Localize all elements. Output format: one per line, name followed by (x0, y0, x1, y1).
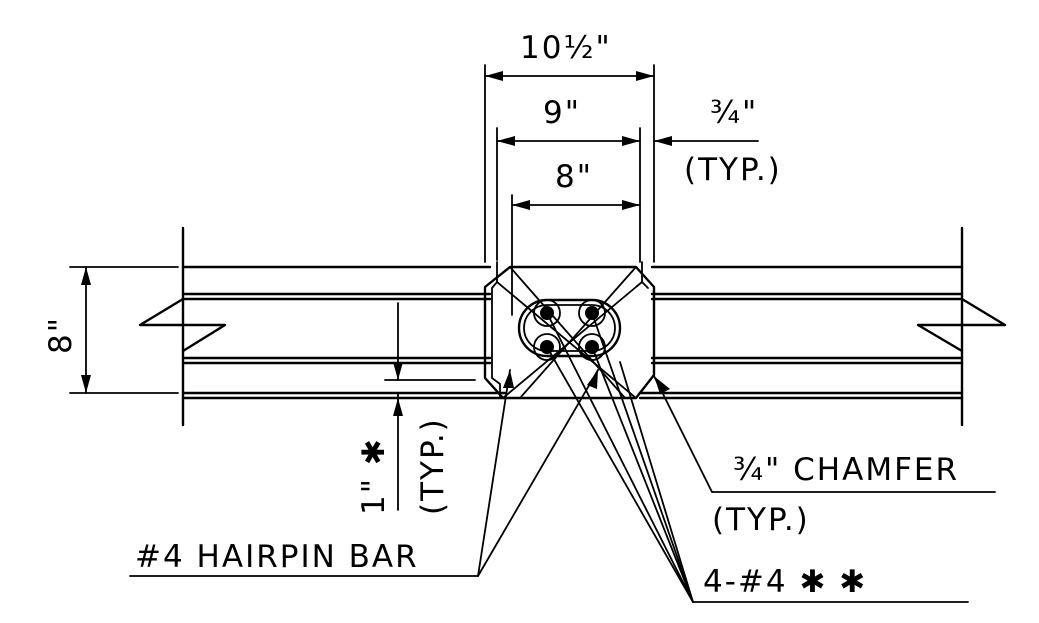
left-break-line (138, 297, 227, 353)
cover-label: 1" ✱ (356, 437, 392, 515)
joint-block (483, 261, 656, 400)
chamfer-label: ¾" CHAMFER (733, 452, 959, 488)
rebar-group (533, 299, 606, 361)
width-8-label: 8" (555, 159, 593, 195)
chamfer-typ-label: (TYP.) (712, 502, 810, 538)
offset-label: ¾" (710, 95, 758, 131)
right-slab (638, 226, 1007, 427)
depth-dimension (69, 266, 179, 394)
cover-dimension (384, 302, 476, 511)
hairpin-label: #4 HAIRPIN BAR (135, 539, 419, 575)
left-slab (138, 226, 507, 427)
width-9-label: 9" (543, 95, 581, 131)
leader-lines (129, 312, 996, 603)
right-break-line (916, 297, 1007, 353)
top-dimensions (484, 64, 759, 316)
offset-typ-label: (TYP.) (684, 152, 782, 188)
cover-typ-label: (TYP.) (415, 417, 451, 515)
overall-width-label: 10½" (520, 30, 612, 66)
depth-label: 8" (43, 316, 79, 354)
bars-label: 4-#4 ✱ ✱ (703, 564, 867, 600)
